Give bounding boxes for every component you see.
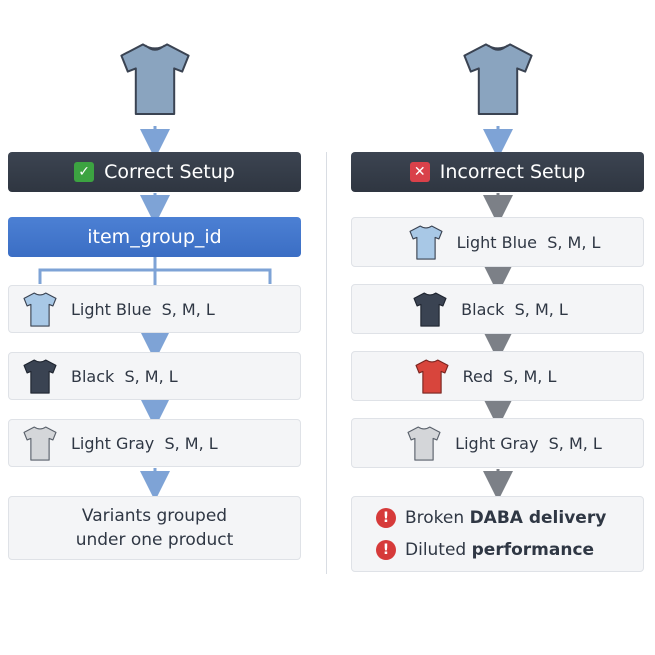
tshirt-icon <box>23 426 57 461</box>
warning-icon: ! <box>376 540 396 560</box>
grouped-summary: Variants grouped under one product <box>8 496 301 560</box>
issue-text-normal: Diluted <box>405 540 472 560</box>
issue-text: Diluted performance <box>405 540 594 560</box>
item-group-id-label: item_group_id <box>87 226 222 248</box>
issue-row: ! Broken DABA delivery <box>376 508 643 528</box>
issue-text: Broken DABA delivery <box>405 508 606 528</box>
variant-label: Light Gray S, M, L <box>71 433 218 453</box>
variant-label: Light Blue S, M, L <box>71 299 215 319</box>
checkmark-icon: ✓ <box>74 162 95 182</box>
tshirt-icon <box>23 292 57 327</box>
variant-card: Light Blue S, M, L <box>8 285 301 333</box>
item-group-id-bar: item_group_id <box>8 217 301 257</box>
variant-card: Red S, M, L <box>351 351 644 401</box>
summary-line: Variants grouped <box>81 506 228 526</box>
tshirt-icon <box>463 43 533 115</box>
issue-text-bold: performance <box>471 540 595 560</box>
issue-text-normal: Broken <box>405 508 470 528</box>
variant-card: Light Blue S, M, L <box>351 217 644 267</box>
variant-label: Light Blue S, M, L <box>456 232 601 252</box>
incorrect-setup-header: ✕ Incorrect Setup <box>351 152 644 192</box>
variant-label: Red S, M, L <box>462 366 557 386</box>
variant-card: Light Gray S, M, L <box>351 418 644 468</box>
variant-label: Black S, M, L <box>71 366 178 386</box>
issues-panel: ! Broken DABA delivery ! Diluted perform… <box>351 496 644 572</box>
incorrect-setup-title: Incorrect Setup <box>439 161 586 183</box>
correct-setup-header: ✓ Correct Setup <box>8 152 301 192</box>
tshirt-icon <box>413 292 447 327</box>
issue-row: ! Diluted performance <box>376 540 643 560</box>
warning-icon: ! <box>376 508 396 528</box>
correct-setup-title: Correct Setup <box>104 161 235 183</box>
variant-card: Black S, M, L <box>8 352 301 400</box>
tshirt-icon <box>409 225 443 260</box>
group-bracket <box>38 268 272 284</box>
variant-label: Black S, M, L <box>461 299 568 319</box>
variant-card: Light Gray S, M, L <box>8 419 301 467</box>
column-divider <box>326 152 327 574</box>
variant-card: Black S, M, L <box>351 284 644 334</box>
summary-line: under one product <box>75 530 234 550</box>
issue-text-bold: DABA delivery <box>469 508 607 528</box>
tshirt-icon <box>415 359 449 394</box>
variant-label: Light Gray S, M, L <box>455 433 602 453</box>
tshirt-icon <box>120 43 190 115</box>
x-icon: ✕ <box>409 162 430 182</box>
tshirt-icon <box>23 359 57 394</box>
tshirt-icon <box>407 426 441 461</box>
